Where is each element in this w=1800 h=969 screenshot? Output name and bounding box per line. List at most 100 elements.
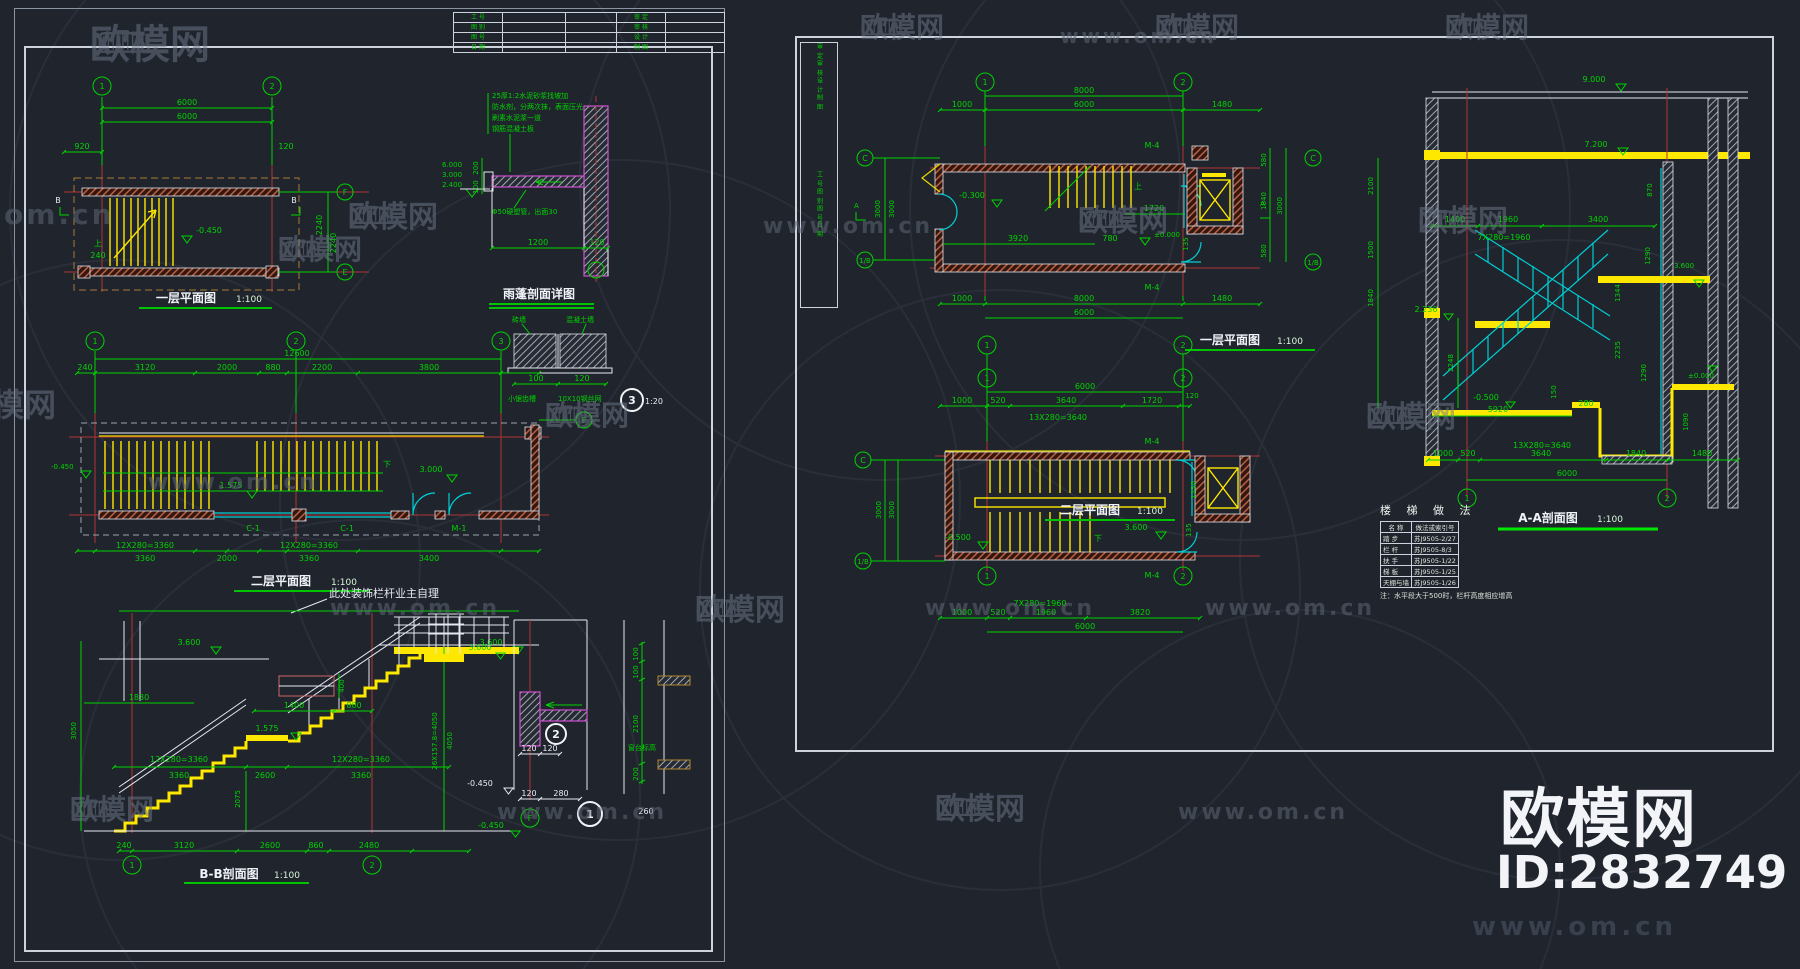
dim-label: 520 (990, 396, 1005, 405)
table-cell: 苏J9505-8/3 (1411, 543, 1459, 555)
dim-label: 6000 (1074, 100, 1094, 109)
grid-bubble-2 (1173, 368, 1193, 388)
dim-label: 6000 (177, 112, 197, 121)
title-block-row: 图 号设 计 (454, 33, 724, 43)
brick-wall-hatch (513, 333, 557, 369)
grid-bubble-1 (1457, 488, 1477, 508)
dim-label: 1480 (1212, 100, 1232, 109)
grid-bubble-label: 1 (984, 572, 989, 581)
dim-label: 870 (1646, 183, 1654, 196)
section-mark-a: A (1260, 200, 1265, 208)
grid-bubble-1 (977, 566, 997, 586)
dim-label: 2235 (1614, 341, 1622, 359)
drawing-scale: 1:100 (236, 295, 262, 305)
grid-bubble-f (336, 183, 354, 201)
title-block-label: 审 核 (617, 23, 666, 32)
dim-label: 7X280=1960 (1014, 599, 1067, 608)
note-line: 25厚1:2水泥砂浆找坡加 (492, 91, 568, 100)
drawing-section-bb: 此处装饰栏杆业主自理 3.600 3.600 400 1400 800 1830… (70, 586, 539, 884)
dim-label: 520 (1460, 449, 1475, 458)
level-marker (290, 732, 302, 741)
detail-callout-circle (620, 388, 644, 412)
base-strip (507, 367, 613, 374)
dim-label: 1250 (1190, 481, 1198, 499)
dim-label: 2480 (359, 841, 379, 850)
table-cell: 天棚与墙 (1380, 576, 1412, 588)
wall-pier (1191, 145, 1209, 161)
dim-label: 6000 (1075, 622, 1095, 631)
title-block-row: 日 期制 图 (454, 43, 724, 53)
detail-callout-circle (577, 801, 603, 827)
grid-bubble-label: 2 (1180, 572, 1185, 581)
drawing-section-aa: 2100 1500 1840 9.000 7.200 3.600 2.236 -… (1367, 75, 1750, 531)
grid-bubble-label: 2 (1180, 341, 1185, 350)
level-label: 3.600 (1674, 262, 1694, 270)
dim-label: 3000 (888, 200, 896, 218)
grid-bubble-1 (85, 331, 105, 351)
stair-method-grid: 名 称做法或索引号 踏 步苏J9505-2/27 栏 杆苏J9505-8/3 扶… (1380, 521, 1459, 588)
section-mark-b: B (55, 196, 61, 205)
dim-label: 1000 (952, 100, 972, 109)
grid-bubble-label: C (1310, 154, 1316, 163)
note-label: 小锯齿槽 (508, 394, 536, 403)
table-cell: 苏J9505-1/25 (1411, 565, 1459, 577)
title-block-label: 工 号 (454, 13, 503, 22)
grid-bubble-label: E (342, 268, 347, 277)
door-tag: M-4 (1145, 283, 1160, 292)
table-cell: 苏J9505-1/26 (1411, 576, 1459, 588)
drawing-scale: 1:100 (1277, 337, 1303, 347)
title-strip-label: 审 核 (815, 59, 823, 77)
wall (934, 228, 944, 273)
dim-label: 26X157.8=4050 (431, 712, 439, 769)
door-swing (1180, 241, 1202, 263)
title-strip-label: 设 计 (815, 76, 823, 94)
grid-bubble-1 (977, 335, 997, 355)
table-header: 做法或索引号 (1411, 521, 1459, 533)
dim-label: 7X280=1960 (1478, 233, 1531, 242)
dim-label: 6000 (1075, 382, 1095, 391)
level-marker (80, 470, 92, 479)
level-label: -0.500 (1473, 393, 1499, 402)
dim-label: 120 (1185, 392, 1198, 400)
stair-treads (109, 198, 174, 266)
level-label: 6.000 (442, 161, 462, 169)
level-label: -0.500 (945, 533, 971, 542)
grid-bubble-label: 1 (99, 82, 104, 91)
drawing-title: 一层平面图 (156, 291, 216, 305)
elevator-wall (1232, 167, 1244, 235)
grid-bubble-e (336, 263, 354, 281)
dim-label: 120 (542, 744, 557, 753)
table-title: 楼 梯 做 法 (1380, 504, 1477, 517)
detail-callout-number: 1 (586, 808, 594, 821)
level-label: -0.450 (467, 779, 493, 788)
dim-label: 135 (1182, 237, 1190, 250)
grid-bubble-3 (491, 331, 511, 351)
window-tag: C-1 (340, 524, 354, 533)
door-swing (1176, 531, 1198, 553)
dim-label: 3400 (1588, 215, 1608, 224)
level-marker (1693, 279, 1705, 288)
landing-railing (394, 616, 509, 647)
elevator-door (1202, 173, 1226, 177)
level-label: ±0.000 (1688, 372, 1714, 380)
floor-slab (424, 654, 464, 662)
level-marker (495, 652, 506, 660)
dim-label: 1000 (952, 608, 972, 617)
drawing-scale: 1:100 (1137, 507, 1163, 517)
dim-label: 3000 (875, 501, 883, 519)
dim-label: 1500 (1367, 241, 1375, 259)
table-cell: 苏J9505-2/27 (1411, 532, 1459, 544)
level-label: ±0.000 (1154, 231, 1180, 239)
level-label: 1.575 (256, 724, 279, 733)
grid-bubble-label: 1/B (1307, 259, 1319, 267)
dim-label: 1090 (1682, 413, 1690, 431)
material-label: 砖墙 (512, 315, 526, 324)
right-sheet-border (795, 36, 1774, 752)
grid-bubble-1 (92, 76, 112, 96)
dim-label: 2100 (1367, 177, 1375, 195)
dim-label: 260 (638, 807, 653, 816)
right-title-strip: 审 定 审 核 设 计 制 图 工 号 图 别 图 号 日 期 (800, 42, 838, 308)
dim-label: 6000 (1557, 469, 1577, 478)
sill-level-label: 窗台标高 (628, 743, 656, 752)
stair-break-line (1044, 165, 1091, 212)
